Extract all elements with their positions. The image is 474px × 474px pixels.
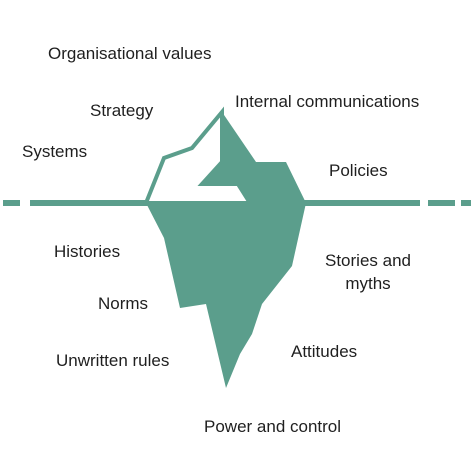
label-organisational-values: Organisational values: [48, 44, 212, 63]
waterline-segment-right-short: [461, 200, 471, 206]
label-histories: Histories: [54, 242, 121, 261]
label-attitudes: Attitudes: [291, 342, 358, 361]
label-policies: Policies: [329, 161, 388, 180]
waterline-segment-right-mid: [428, 200, 455, 206]
label-norms: Norms: [98, 294, 149, 313]
label-stories-and-myths-line2: myths: [345, 274, 391, 293]
label-power-and-control: Power and control: [204, 417, 342, 436]
waterline-segment-right-long: [302, 200, 420, 206]
label-strategy: Strategy: [90, 101, 154, 120]
waterline-segment-left-short: [3, 200, 20, 206]
waterline-segment-left-long: [30, 200, 148, 206]
label-stories-and-myths-line1: Stories and: [325, 251, 411, 270]
waterline: [3, 200, 471, 206]
label-internal-communications: Internal communications: [235, 92, 420, 111]
iceberg-tip-shaded: [202, 112, 306, 203]
iceberg-submerged-body: [146, 203, 306, 388]
label-systems: Systems: [22, 142, 88, 161]
label-unwritten-rules: Unwritten rules: [56, 351, 170, 370]
label-stories-and-myths: Stories and myths: [318, 249, 418, 295]
iceberg-tip-outline: [143, 106, 254, 205]
